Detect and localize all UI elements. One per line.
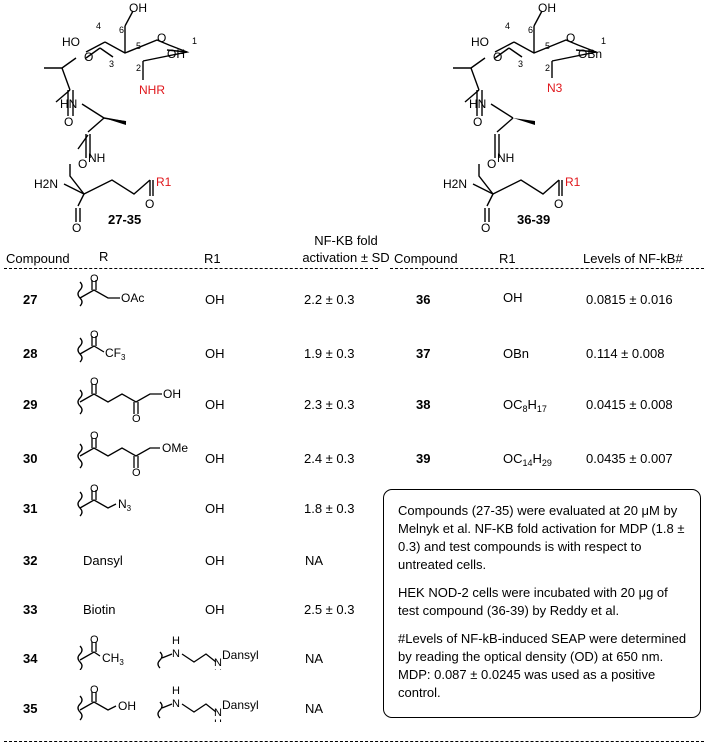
svg-text:5: 5 bbox=[136, 41, 141, 51]
r-group-structure: O O OMe bbox=[77, 430, 188, 476]
svg-text:H: H bbox=[214, 668, 222, 670]
note-p3: #Levels of NF-kB-induced SEAP were deter… bbox=[398, 631, 687, 700]
svg-text:NH: NH bbox=[497, 151, 514, 165]
svg-text:O: O bbox=[72, 221, 81, 232]
svg-text:N3: N3 bbox=[118, 497, 132, 513]
svg-text:O: O bbox=[90, 330, 99, 341]
svg-text:1: 1 bbox=[192, 36, 197, 46]
r1-oc14h29: OC14H29 bbox=[503, 451, 552, 468]
svg-text:HN: HN bbox=[469, 97, 486, 111]
svg-text:CF3: CF3 bbox=[105, 346, 126, 362]
svg-text:N: N bbox=[214, 657, 222, 669]
r-group-structure: O CH3 H N N H Dansyl bbox=[77, 634, 259, 670]
svg-text:O: O bbox=[78, 157, 87, 171]
svg-text:O: O bbox=[554, 197, 563, 211]
header-r: R bbox=[99, 249, 109, 264]
svg-text:O: O bbox=[157, 31, 166, 45]
bottom-rule bbox=[4, 741, 704, 742]
note-p2: HEK NOD-2 cells were incubated with 20 μ… bbox=[398, 585, 668, 618]
svg-text:OMe: OMe bbox=[162, 441, 188, 455]
left-structure-label: 27-35 bbox=[108, 212, 141, 227]
atom-n3-azide: N3 bbox=[547, 81, 563, 95]
svg-text:N: N bbox=[172, 698, 180, 710]
svg-text:R1: R1 bbox=[156, 175, 172, 189]
svg-text:N: N bbox=[214, 707, 222, 719]
svg-text:HN: HN bbox=[60, 97, 77, 111]
svg-text:O: O bbox=[481, 221, 490, 232]
svg-text:6: 6 bbox=[528, 25, 533, 35]
svg-text:O: O bbox=[132, 413, 141, 422]
header-compound-left: Compound bbox=[6, 251, 70, 266]
svg-text:OH: OH bbox=[538, 1, 556, 15]
header-r1-right: R1 bbox=[499, 251, 516, 266]
svg-text:H2N: H2N bbox=[34, 177, 58, 191]
footnote-box: Compounds (27-35) were evaluated at 20 μ… bbox=[383, 489, 701, 718]
svg-text:4: 4 bbox=[505, 21, 510, 31]
svg-text:3: 3 bbox=[518, 59, 523, 69]
r-group-structure: O CF3 bbox=[77, 330, 126, 363]
svg-text:6: 6 bbox=[119, 25, 124, 35]
svg-text:O: O bbox=[566, 31, 575, 45]
svg-text:O: O bbox=[487, 157, 496, 171]
svg-text:HO: HO bbox=[471, 35, 489, 49]
note-p1: Compounds (27-35) were evaluated at 20 μ… bbox=[398, 503, 685, 572]
header-r1-left: R1 bbox=[204, 251, 221, 266]
svg-text:OH: OH bbox=[167, 47, 185, 61]
header-levels: Levels of NF-kB# bbox=[583, 251, 683, 266]
svg-text:O: O bbox=[90, 430, 99, 442]
svg-text:NHR: NHR bbox=[139, 83, 165, 97]
svg-text:OAc: OAc bbox=[121, 291, 144, 305]
right-structure: OH 6 5 4 HO O 1 OBn O 3 2 N3 O HN O NH H… bbox=[443, 1, 606, 232]
svg-text:O: O bbox=[90, 376, 99, 388]
svg-text:5: 5 bbox=[545, 41, 550, 51]
header-compound-right: Compound bbox=[394, 251, 458, 266]
svg-text:H: H bbox=[172, 685, 180, 697]
svg-text:2: 2 bbox=[136, 63, 141, 73]
header-rule-left bbox=[4, 268, 378, 269]
svg-text:O: O bbox=[90, 274, 99, 285]
header-rule-right bbox=[390, 268, 704, 269]
svg-text:2: 2 bbox=[545, 63, 550, 73]
left-structure: OH 6 5 4 HO O 1 OH O 3 2 NHR O HN O NH H… bbox=[34, 1, 197, 232]
svg-text:Dansyl: Dansyl bbox=[222, 698, 259, 712]
svg-text:HO: HO bbox=[62, 35, 80, 49]
header-activation: NF-KB fold activation ± SD bbox=[302, 233, 390, 265]
svg-text:1: 1 bbox=[601, 36, 606, 46]
r-group-structure: O N3 bbox=[77, 484, 132, 517]
svg-text:N: N bbox=[172, 648, 180, 660]
compound-id: 27 bbox=[23, 292, 38, 307]
svg-text:Dansyl: Dansyl bbox=[222, 648, 259, 662]
atom-oh6: OH bbox=[129, 1, 147, 15]
r-group-structure: O OAc bbox=[77, 274, 144, 307]
svg-text:O: O bbox=[84, 50, 93, 64]
svg-text:O: O bbox=[90, 484, 99, 495]
svg-text:O: O bbox=[145, 197, 154, 211]
r-group-structure: O OH H N N H Dansyl bbox=[77, 684, 259, 722]
svg-text:3: 3 bbox=[109, 59, 114, 69]
svg-text:O: O bbox=[64, 115, 73, 129]
svg-text:4: 4 bbox=[96, 21, 101, 31]
svg-text:NH: NH bbox=[88, 151, 105, 165]
r-group-structure: O O OH bbox=[77, 376, 181, 422]
svg-text:CH3: CH3 bbox=[102, 651, 124, 667]
svg-text:H2N: H2N bbox=[443, 177, 467, 191]
svg-text:O: O bbox=[132, 467, 141, 476]
svg-text:O: O bbox=[90, 634, 99, 646]
r1-oc8h17: OC8H17 bbox=[503, 397, 547, 414]
svg-text:O: O bbox=[90, 684, 99, 696]
svg-text:R1: R1 bbox=[565, 175, 581, 189]
svg-text:H: H bbox=[172, 635, 180, 647]
svg-text:O: O bbox=[473, 115, 482, 129]
svg-text:H: H bbox=[214, 718, 222, 722]
svg-text:OH: OH bbox=[163, 387, 181, 401]
svg-text:O: O bbox=[493, 50, 502, 64]
svg-text:OBn: OBn bbox=[578, 47, 602, 61]
right-structure-label: 36-39 bbox=[517, 212, 550, 227]
svg-text:OH: OH bbox=[118, 699, 136, 713]
